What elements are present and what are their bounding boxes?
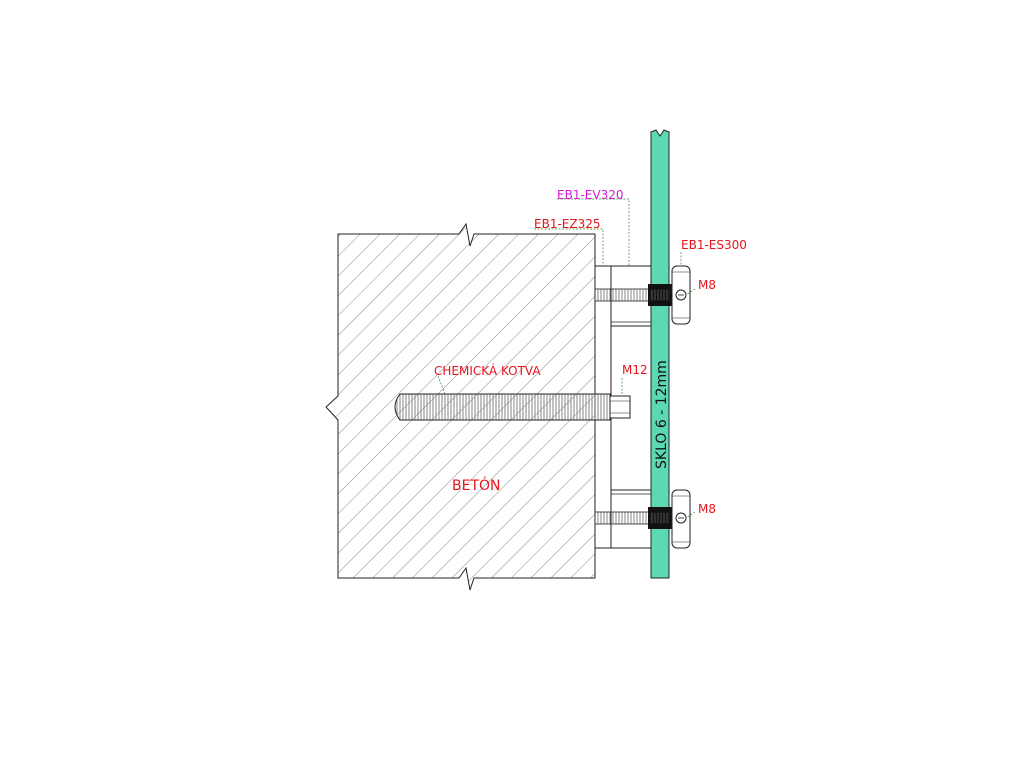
label-m12: M12	[622, 363, 648, 377]
label-eb1-es300: EB1-ES300	[681, 238, 747, 252]
label-eb1-ez325: EB1-EZ325	[534, 217, 601, 231]
label-chemical-anchor: CHEMICKÁ KOTVA	[434, 363, 541, 378]
top-cap-es300	[671, 265, 691, 325]
label-concrete: BETÓN	[452, 476, 501, 494]
leader-lines	[437, 198, 696, 519]
label-m8-top: M8	[698, 278, 716, 292]
top-washer	[648, 284, 672, 306]
top-bolt-m8	[594, 288, 652, 302]
bottom-bolt-m8	[594, 511, 652, 525]
bottom-cap	[671, 489, 691, 549]
bottom-washer	[648, 507, 672, 529]
label-glass: SKLO 6 - 12mm	[654, 360, 670, 469]
chemical-anchor-rod	[394, 393, 631, 421]
label-eb1-ev320: EB1-EV320	[557, 188, 623, 202]
label-m8-bottom: M8	[698, 502, 716, 516]
glass-pane	[650, 129, 670, 579]
